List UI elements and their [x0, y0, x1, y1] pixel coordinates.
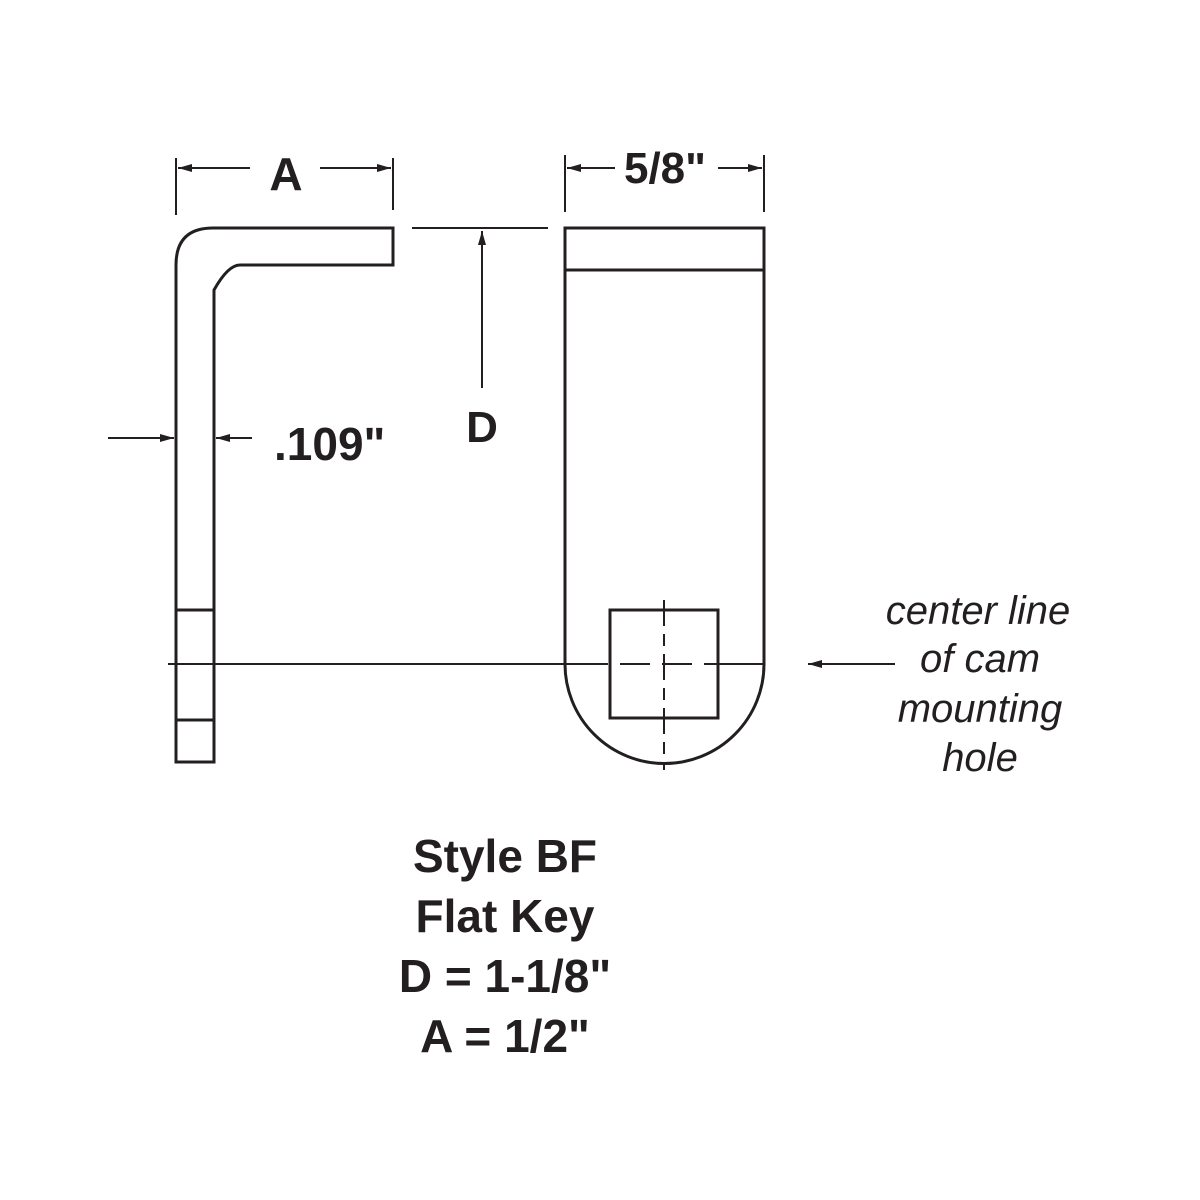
callout-line-4: hole	[942, 736, 1018, 780]
caption-a-value: A = 1/2"	[420, 1010, 590, 1062]
front-view	[563, 226, 766, 770]
center-line-callout: center line of cam mounting hole	[808, 589, 1070, 780]
side-view	[174, 226, 395, 764]
caption: Style BF Flat Key D = 1-1/8" A = 1/2"	[399, 830, 611, 1062]
dimension-a: A	[175, 148, 394, 215]
dimension-width: 5/8"	[564, 144, 765, 212]
dimension-thickness-label: .109"	[274, 418, 385, 470]
callout-line-1: center line	[886, 589, 1071, 633]
callout-line-2: of cam	[920, 637, 1040, 681]
dimension-d: D	[412, 227, 548, 452]
caption-d-value: D = 1-1/8"	[399, 950, 611, 1002]
caption-style: Style BF	[413, 830, 597, 882]
dimension-thickness: .109"	[108, 418, 385, 470]
dimension-d-label: D	[466, 403, 498, 452]
caption-name: Flat Key	[416, 890, 595, 942]
dimension-a-label: A	[269, 148, 302, 200]
callout-line-3: mounting	[898, 687, 1063, 731]
dimension-width-label: 5/8"	[624, 144, 706, 193]
